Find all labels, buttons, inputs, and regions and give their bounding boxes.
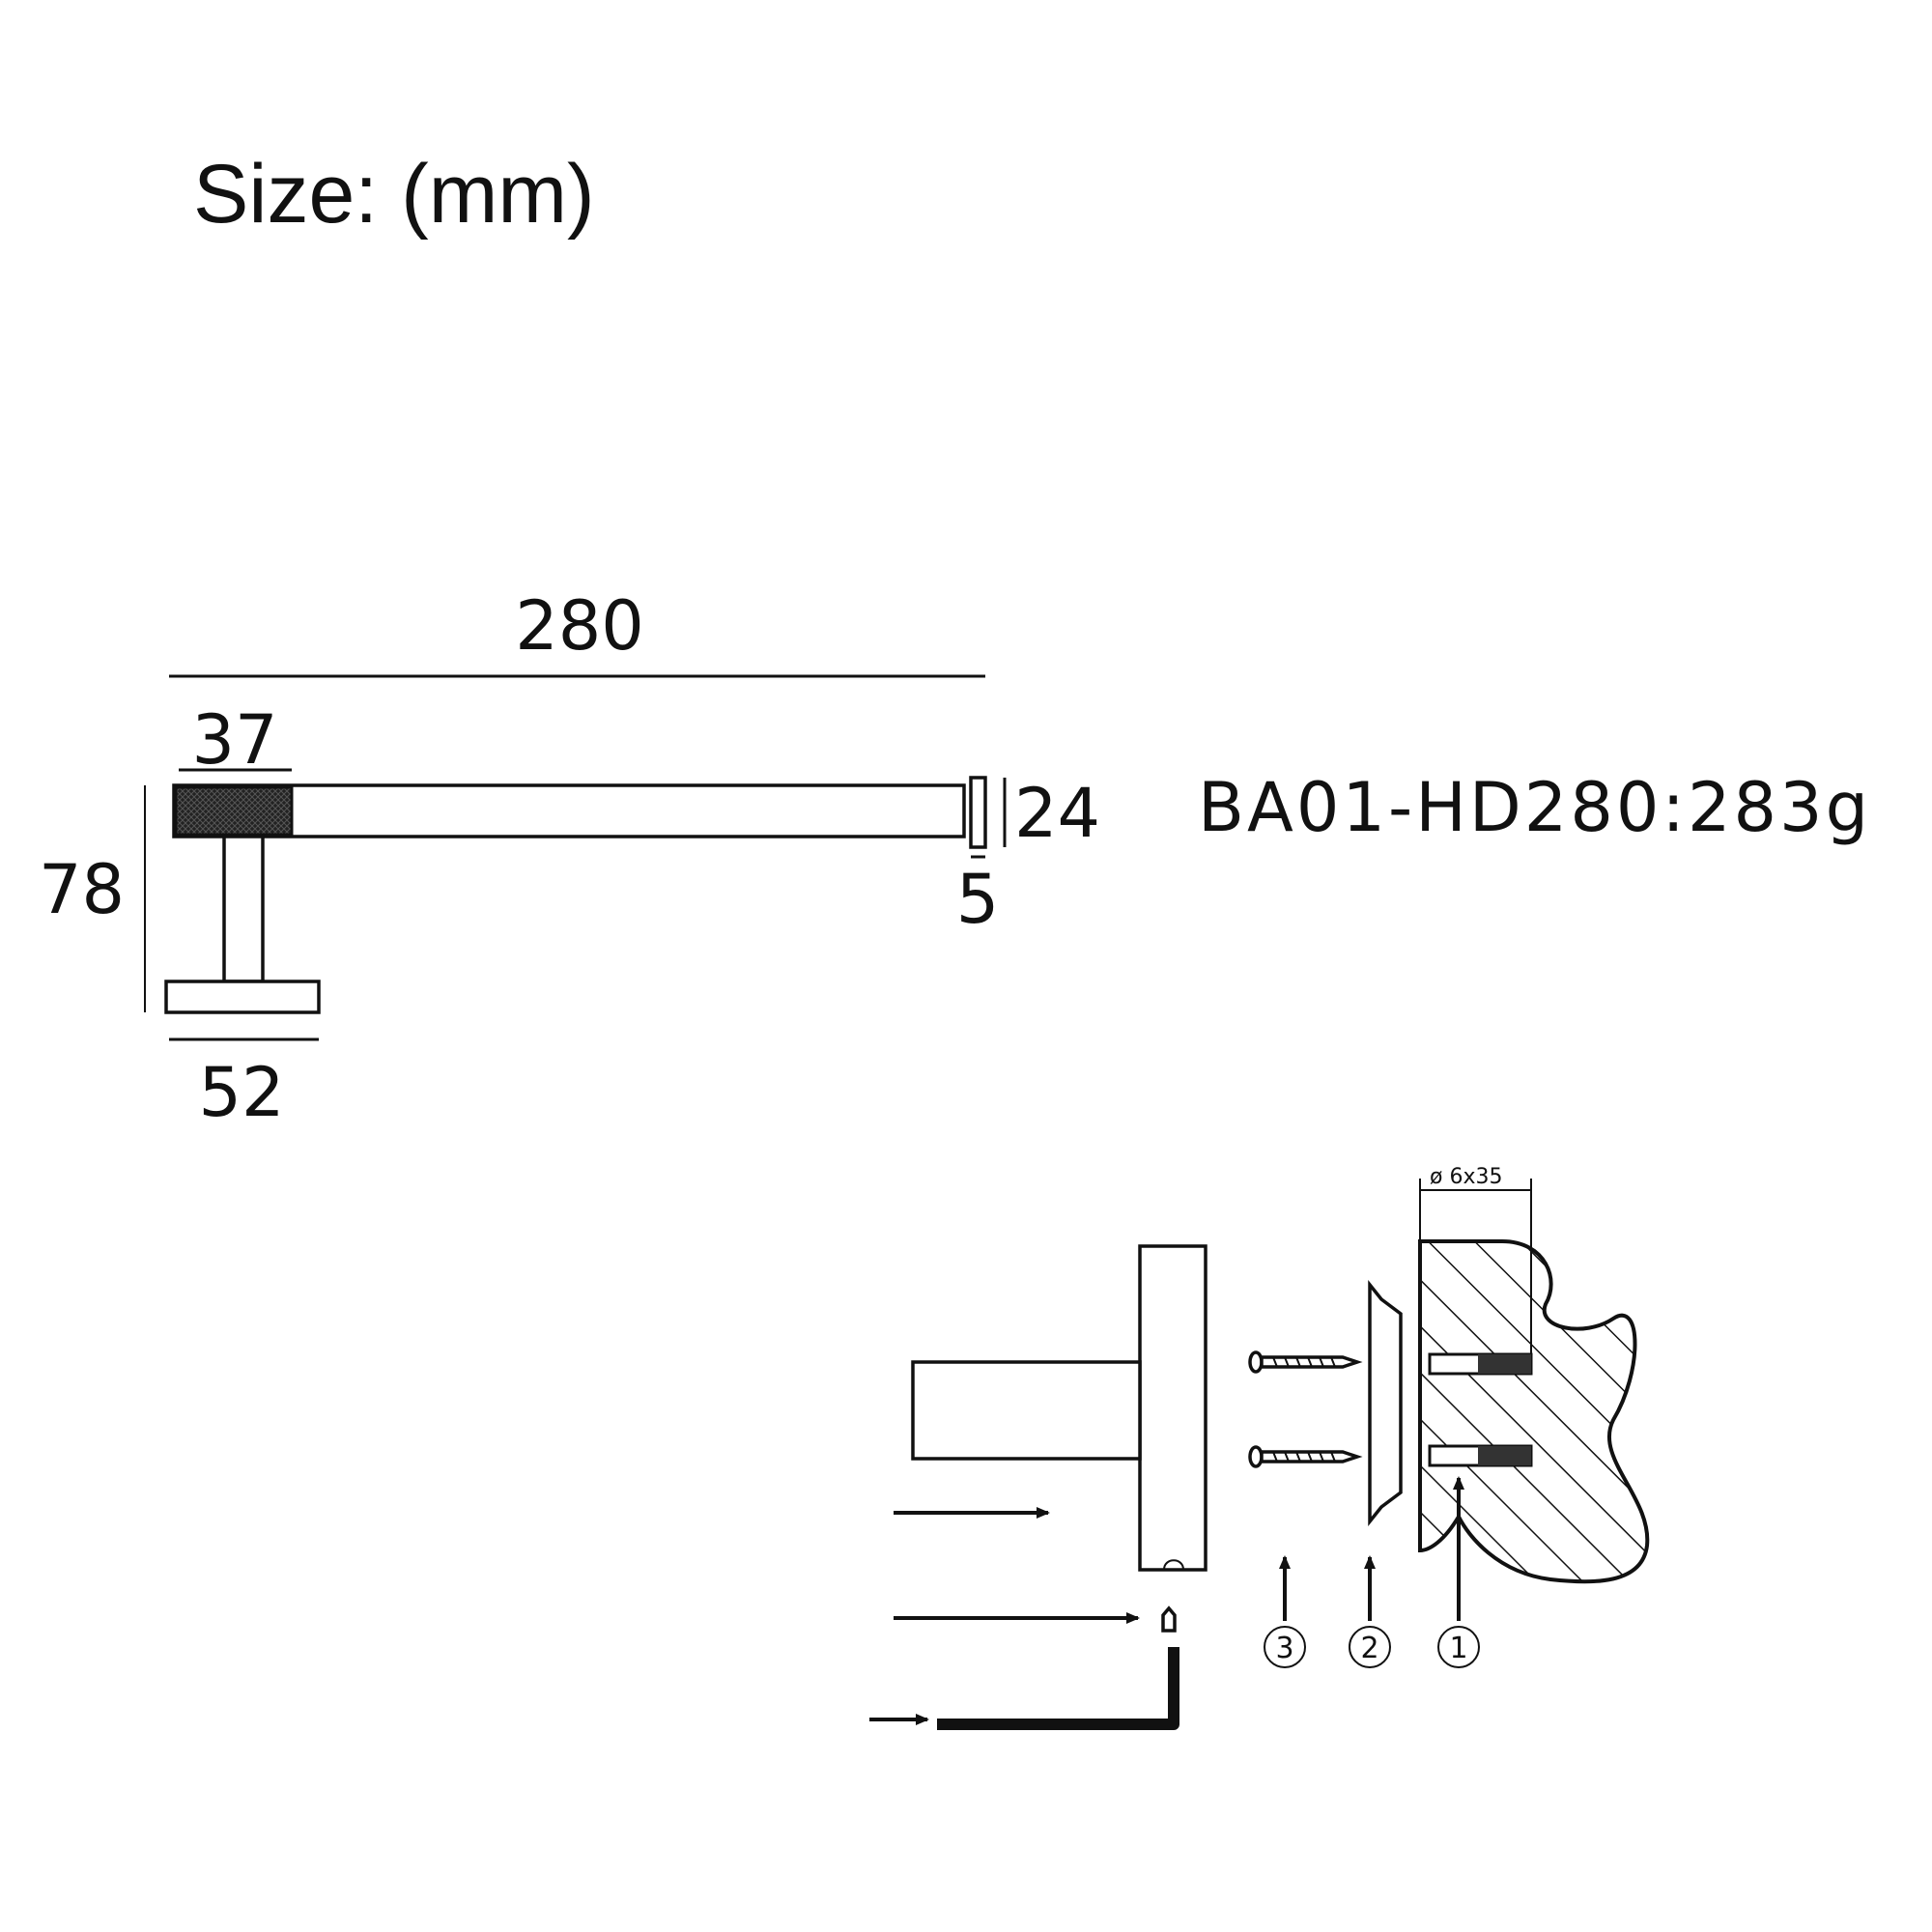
- dim-base-width: 52: [198, 1053, 284, 1132]
- top-view-drawing: 280 37 24 5 78 52: [39, 586, 1100, 1132]
- dim-end-diameter: 24: [1014, 774, 1100, 853]
- set-screw-hole: [1163, 1559, 1184, 1571]
- base-plate: [164, 980, 321, 1014]
- hex-key: [937, 1647, 1179, 1730]
- bar-body: [172, 783, 966, 838]
- screw-upper: [1248, 1350, 1363, 1374]
- page-title: Size: (mm): [193, 148, 595, 241]
- wall-section: [1418, 1239, 1650, 1584]
- end-cap: [969, 776, 987, 849]
- knurled-grip: [174, 785, 294, 837]
- dim-height: 78: [39, 850, 125, 929]
- holder-arm: [911, 1360, 1142, 1461]
- holder-base-block: [1138, 1244, 1208, 1572]
- step-1-circle: [1437, 1626, 1480, 1668]
- step-3-label: 3: [1275, 1632, 1293, 1665]
- dim-total-length: 280: [515, 586, 644, 666]
- set-screw: [1161, 1605, 1177, 1633]
- screw-lower: [1248, 1445, 1363, 1468]
- drill-spec: ø 6x35: [1430, 1165, 1502, 1189]
- dim-knurl-length: 37: [191, 700, 277, 780]
- step-3-circle: [1264, 1626, 1306, 1668]
- wall-plate: [1368, 1280, 1403, 1526]
- installation-diagram: ø 6x35 3 2: [869, 1165, 1650, 1730]
- anchor-fill-upper: [1478, 1354, 1531, 1374]
- support-post: [222, 835, 265, 983]
- step-2-circle: [1349, 1626, 1391, 1668]
- model-weight-label: BA01-HD280:283g: [1198, 768, 1871, 847]
- anchor-fill-lower: [1478, 1446, 1531, 1465]
- dim-end-thickness: 5: [956, 860, 1000, 939]
- step-2-label: 2: [1360, 1632, 1378, 1665]
- step-1-label: 1: [1449, 1632, 1467, 1665]
